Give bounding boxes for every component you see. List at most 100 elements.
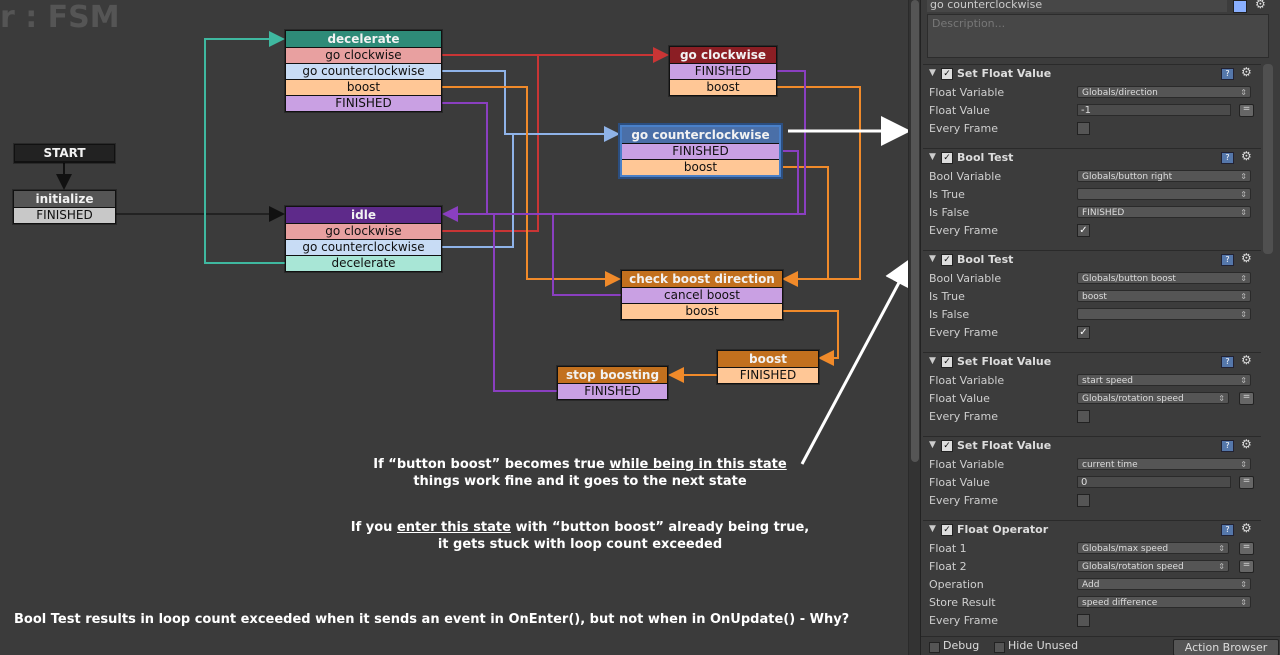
every-frame-checkbox[interactable] [1077,410,1090,423]
start-label: START [15,145,114,162]
event-finished[interactable]: FINISHED [14,208,115,223]
gear-icon[interactable]: ⚙ [1241,521,1252,535]
state-go-counterclockwise[interactable]: go counterclockwise FINISHED boost [620,125,781,177]
collapse-triangle-icon[interactable]: ▼ [929,254,936,264]
action-header[interactable]: ▼✓Bool Test?⚙ [923,149,1261,167]
event-boost[interactable]: boost [622,304,782,319]
param-label: Every Frame [929,326,999,339]
collapse-triangle-icon[interactable]: ▼ [929,440,936,450]
param-row: Is True [923,185,1261,203]
gear-icon[interactable]: ⚙ [1255,0,1266,11]
collapse-triangle-icon[interactable]: ▼ [929,68,936,78]
param-dropdown[interactable]: Globals/button boost [1077,272,1251,284]
variable-toggle-button[interactable]: = [1239,476,1254,489]
event-boost[interactable]: boost [286,80,441,96]
param-dropdown[interactable]: Globals/max speed [1077,542,1229,554]
state-initialize[interactable]: initialize FINISHED [13,190,116,224]
param-dropdown[interactable] [1077,308,1251,320]
collapse-triangle-icon[interactable]: ▼ [929,152,936,162]
event-go-clockwise[interactable]: go clockwise [286,224,441,240]
help-icon[interactable]: ? [1221,440,1234,452]
event-finished[interactable]: FINISHED [670,64,776,80]
every-frame-checkbox[interactable] [1077,494,1090,507]
event-finished[interactable]: FINISHED [622,144,779,160]
collapse-triangle-icon[interactable]: ▼ [929,356,936,366]
gear-icon[interactable]: ⚙ [1241,65,1252,79]
every-frame-checkbox[interactable]: ✓ [1077,326,1090,339]
state-check-boost-direction[interactable]: check boost direction cancel boost boost [621,270,783,320]
variable-toggle-button[interactable]: = [1239,542,1254,555]
gear-icon[interactable]: ⚙ [1241,437,1252,451]
scrollbar-thumb[interactable] [911,0,919,462]
state-go-clockwise[interactable]: go clockwise FINISHED boost [669,46,777,96]
param-dropdown[interactable]: Add [1077,578,1251,590]
variable-toggle-button[interactable]: = [1239,560,1254,573]
gear-icon[interactable]: ⚙ [1241,353,1252,367]
param-dropdown[interactable]: FINISHED [1077,206,1251,218]
action-enabled-checkbox[interactable]: ✓ [941,524,953,536]
param-dropdown[interactable]: Globals/button right [1077,170,1251,182]
action-name: Float Operator [957,523,1049,536]
action-header[interactable]: ▼✓Bool Test?⚙ [923,251,1261,269]
action-header[interactable]: ▼✓Set Float Value?⚙ [923,353,1261,371]
param-label: Every Frame [929,614,999,627]
event-go-clockwise[interactable]: go clockwise [286,48,441,64]
state-name-field[interactable]: go counterclockwise [927,0,1227,12]
variable-toggle-button[interactable]: = [1239,104,1254,117]
help-icon[interactable]: ? [1221,254,1234,266]
param-dropdown[interactable]: Globals/rotation speed [1077,392,1229,404]
every-frame-checkbox[interactable] [1077,614,1090,627]
description-field[interactable]: Description... [927,14,1269,58]
start-node[interactable]: START [14,144,115,163]
hide-unused-checkbox[interactable] [994,642,1005,653]
gear-icon[interactable]: ⚙ [1241,149,1252,163]
param-dropdown[interactable] [1077,188,1251,200]
action-browser-button[interactable]: Action Browser [1173,639,1279,655]
state-stop-boosting[interactable]: stop boosting FINISHED [557,366,668,400]
fsm-graph-canvas[interactable]: r : FSM [0,0,908,655]
help-icon[interactable]: ? [1221,356,1234,368]
action-enabled-checkbox[interactable]: ✓ [941,68,953,80]
event-boost[interactable]: boost [622,160,779,175]
help-icon[interactable]: ? [1221,152,1234,164]
event-finished[interactable]: FINISHED [286,96,441,111]
inspector-scrollbar[interactable] [1263,64,1273,254]
state-idle[interactable]: idle go clockwise go counterclockwise de… [285,206,442,272]
event-cancel-boost[interactable]: cancel boost [622,288,782,304]
state-decelerate[interactable]: decelerate go clockwise go counterclockw… [285,30,442,112]
param-field[interactable]: -1 [1077,104,1231,116]
event-go-counterclockwise[interactable]: go counterclockwise [286,64,441,80]
gear-icon[interactable]: ⚙ [1241,251,1252,265]
variable-toggle-button[interactable]: = [1239,392,1254,405]
action-enabled-checkbox[interactable]: ✓ [941,254,953,266]
event-boost[interactable]: boost [670,80,776,95]
param-dropdown[interactable]: boost [1077,290,1251,302]
event-go-counterclockwise[interactable]: go counterclockwise [286,240,441,256]
param-dropdown[interactable]: current time [1077,458,1251,470]
help-icon[interactable]: ? [1221,68,1234,80]
action-enabled-checkbox[interactable]: ✓ [941,440,953,452]
action-enabled-checkbox[interactable]: ✓ [941,356,953,368]
help-icon[interactable]: ? [1221,524,1234,536]
collapse-triangle-icon[interactable]: ▼ [929,524,936,534]
state-color-swatch[interactable] [1233,0,1247,13]
action-header[interactable]: ▼✓Set Float Value?⚙ [923,437,1261,455]
param-dropdown[interactable]: Globals/direction [1077,86,1251,98]
event-finished[interactable]: FINISHED [558,384,667,399]
action-header[interactable]: ▼ ✓ Float Operator? ⚙ [923,521,1261,539]
every-frame-checkbox[interactable]: ✓ [1077,224,1090,237]
action-enabled-checkbox[interactable]: ✓ [941,152,953,164]
param-dropdown[interactable]: Globals/rotation speed [1077,560,1229,572]
event-finished[interactable]: FINISHED [718,368,818,383]
param-dropdown[interactable]: start speed [1077,374,1251,386]
every-frame-checkbox[interactable] [1077,122,1090,135]
event-decelerate[interactable]: decelerate [286,256,441,271]
graph-scrollbar[interactable] [908,0,921,655]
action-header[interactable]: ▼✓Set Float Value?⚙ [923,65,1261,83]
param-dropdown[interactable]: speed difference [1077,596,1251,608]
debug-checkbox[interactable] [929,642,940,653]
param-label: Is True [929,188,965,201]
param-field[interactable]: 0 [1077,476,1231,488]
state-boost[interactable]: boost FINISHED [717,350,819,384]
